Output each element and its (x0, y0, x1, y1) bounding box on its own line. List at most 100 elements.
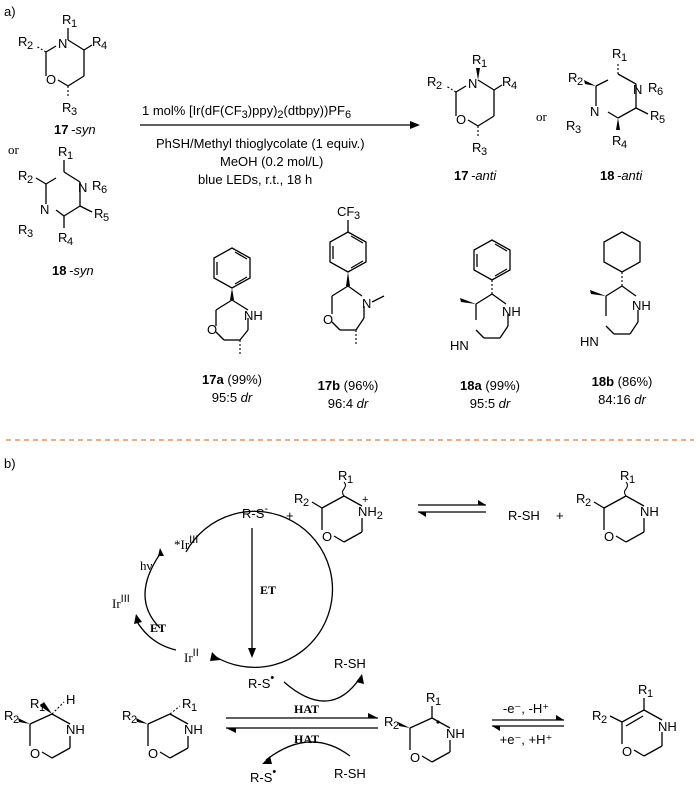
thiolate: R-S- (242, 503, 268, 521)
sub-r5: R (94, 206, 103, 221)
sub-r1-idx: 1 (347, 474, 353, 486)
atom-nh: NH (446, 726, 465, 741)
thiyl-radical-2: R-S• (250, 766, 276, 785)
redox-reverse: +e⁻, +H⁺ (500, 732, 553, 747)
atom-nh: NH (502, 304, 521, 319)
reaction-conditions: 1 mol% [Ir(dF(CF3)ppy)2(dtbpy))PF6 PhSH/… (140, 103, 420, 187)
sub-r1: R (612, 46, 621, 61)
thiol-2: R-SH (334, 656, 366, 671)
sub-r2: R (568, 70, 577, 85)
label-17-anti-tag: -anti (471, 168, 497, 183)
atom-nh: NH (244, 308, 263, 323)
atom-nh: NH (184, 722, 203, 737)
sub-r1-idx: 1 (71, 18, 77, 30)
sub-r2-idx: 2 (13, 714, 19, 726)
redox-equilibrium: -e⁻, -H⁺ +e⁻, +H⁺ (492, 701, 564, 747)
sub-r5: R (650, 108, 659, 123)
sub-r1: R (426, 690, 435, 705)
example-17a-caption: 17a (99%) 95:5 dr (202, 372, 262, 405)
label-18-anti-tag: -anti (617, 168, 643, 183)
label-17-syn-tag: -syn (71, 122, 96, 137)
ir-ii: IrII (184, 647, 199, 665)
sub-r3: R (18, 222, 27, 237)
sub-r2-idx: 2 (27, 174, 33, 186)
svg-text:18b (86%): 18b (86%) (592, 374, 653, 389)
atom-n: N (468, 76, 477, 91)
atom-n-bottom: N (590, 104, 599, 119)
atom-n: N (58, 36, 67, 51)
example-18a-caption: 18a (99%) 95:5 dr (460, 378, 520, 411)
sub-r2-idx: 2 (27, 40, 33, 52)
alpha-amino-radical: R 1 R 2 NH O (384, 690, 465, 765)
atom-o: O (410, 750, 420, 765)
charge-plus: + (362, 494, 368, 506)
sub-r4: R (92, 34, 101, 49)
redox-forward: -e⁻, -H⁺ (503, 701, 549, 716)
sub-r3: R (566, 118, 575, 133)
cf3-label: CF (337, 204, 354, 219)
sub-r1: R (62, 12, 71, 27)
compound-17-anti: N O R 1 R 2 R 4 R 3 17 -anti (427, 52, 517, 183)
svg-text:17a (99%): 17a (99%) (202, 372, 262, 387)
atom-h: H (66, 692, 75, 707)
sub-r2: R (122, 708, 131, 723)
sub-r5-idx: 5 (659, 114, 665, 126)
sub-r1-idx: 1 (621, 52, 627, 64)
hat-arc-lower (265, 741, 351, 761)
example-17b-structure: CF 3 N O (323, 204, 385, 344)
compound-17-syn: N O R 1 R 2 R 4 R 3 17 -syn (18, 12, 107, 137)
condition-line-2: PhSH/Methyl thioglycolate (1 equiv.) (156, 136, 365, 151)
or-text-1: or (8, 142, 20, 157)
morpholine-epimer-a: H R 2 R 1 NH O (4, 692, 85, 761)
ir-iii: IrIII (112, 593, 130, 611)
sub-r2: R (4, 708, 13, 723)
label-18-anti-num: 18 (600, 168, 614, 183)
sub-r4-idx: 4 (67, 236, 73, 248)
thiyl-radical: R-S• (248, 672, 274, 691)
sub-r2: R (592, 708, 601, 723)
sub-r4-idx: 4 (101, 40, 107, 52)
sub-r2-idx: 2 (131, 714, 137, 726)
sub-r1: R (638, 682, 647, 697)
sub-r1-idx: 1 (629, 474, 635, 486)
atom-hn: HN (580, 334, 599, 349)
atom-nh: NH (632, 298, 651, 313)
condition-line-4: blue LEDs, r.t., 18 h (198, 172, 312, 187)
atom-o: O (46, 72, 56, 87)
morpholine-epimer-b: R 2 R 1 NH O (122, 696, 203, 761)
condition-line-3: MeOH (0.2 mol/L) (220, 154, 323, 169)
atom-o: O (30, 746, 40, 761)
hat-equilibrium: HAT HAT R-S• R-SH (226, 702, 378, 785)
sub-r2: R (294, 491, 303, 506)
sub-r3: R (472, 140, 481, 155)
et-label-1: ET (260, 583, 276, 597)
sub-r3-idx: 3 (481, 146, 487, 158)
panel-label-b: b) (4, 456, 16, 471)
sub-r1: R (58, 144, 67, 159)
label-18-syn-num: 18 (52, 263, 66, 278)
atom-o: O (622, 744, 632, 759)
example-18a-structure: NH HN (450, 239, 521, 353)
sub-r3-idx: 3 (71, 106, 77, 118)
sub-r4: R (502, 74, 511, 89)
atom-o: O (604, 529, 614, 544)
sub-r1-idx: 1 (67, 150, 73, 162)
compound-18-anti: N N R 1 R 2 R 6 R 3 R 5 R 4 18 -anti (566, 46, 665, 183)
example-17a-structure: NH O (207, 247, 263, 354)
label-17-syn-num: 17 (54, 122, 68, 137)
sub-r2: R (576, 491, 585, 506)
example-18b-caption: 18b (86%) 84:16 dr (592, 374, 653, 407)
sub-r1-idx: 1 (435, 696, 441, 708)
photocatalytic-cycle: *IrIII hν IrIII ET IrII ET (112, 510, 334, 668)
hv-arc (144, 553, 161, 629)
sub-r3-idx: 3 (27, 228, 33, 240)
example-18b-structure: NH HN (580, 231, 651, 349)
thiol-3: R-SH (334, 766, 366, 781)
sub-r1-idx: 1 (481, 58, 487, 70)
sub-r2: R (427, 74, 436, 89)
sub-r2-idx: 2 (601, 714, 607, 726)
panel-label-a: a) (4, 4, 16, 19)
sub-r4-idx: 4 (621, 139, 627, 151)
